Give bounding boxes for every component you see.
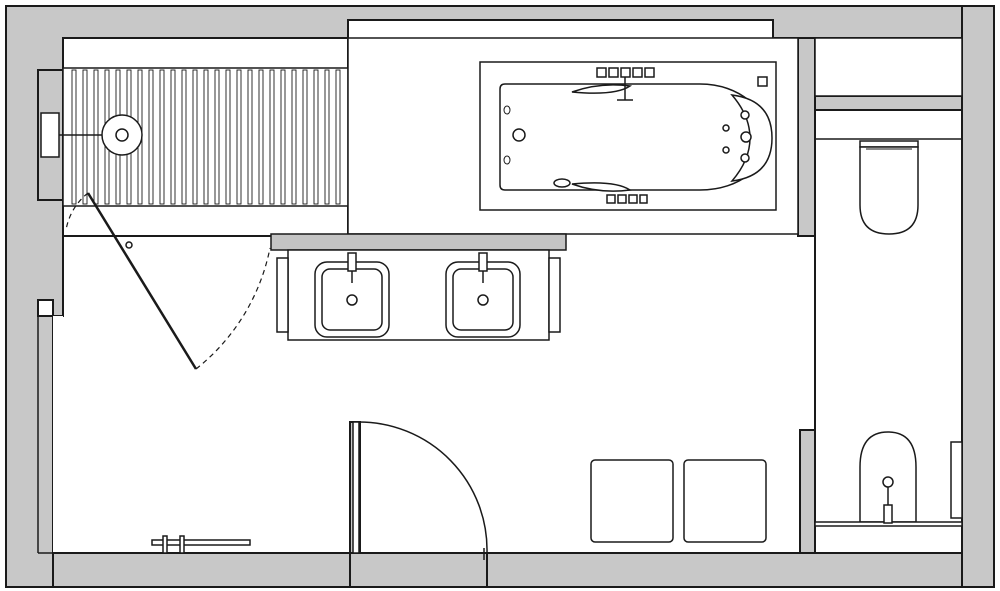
right-sink-drain bbox=[477, 294, 489, 306]
toilet-cistern-plate bbox=[859, 140, 919, 148]
shower-slat bbox=[324, 69, 330, 205]
shower-slat bbox=[291, 69, 297, 205]
tub-jet-1 bbox=[740, 110, 750, 120]
tub-jet-3 bbox=[740, 153, 750, 163]
shower-slat bbox=[225, 69, 231, 205]
wall-details bbox=[37, 5, 995, 588]
shower-slat bbox=[159, 69, 165, 205]
tub-headrest bbox=[730, 94, 773, 182]
shower-glass-door bbox=[86, 192, 198, 370]
bidet bbox=[814, 431, 963, 527]
towel-rail bbox=[151, 535, 251, 554]
bidet-drain bbox=[882, 476, 894, 488]
towel-rail-bar bbox=[151, 539, 251, 546]
shower-slat bbox=[93, 69, 99, 205]
shower-slat bbox=[148, 69, 154, 205]
shower-slat bbox=[181, 69, 187, 205]
shower-slat bbox=[269, 69, 275, 205]
shower-door-swing-arc-small bbox=[65, 192, 89, 231]
right-sink-faucet-base bbox=[478, 252, 488, 272]
left-lower-wall-returns bbox=[53, 316, 63, 553]
tub-side-jet-1 bbox=[503, 105, 511, 115]
towel-rail-bracket-1 bbox=[162, 535, 168, 554]
vanity-backsplash bbox=[270, 233, 567, 251]
shower-valve-block bbox=[40, 112, 60, 158]
storage-cabinet bbox=[814, 37, 963, 97]
ottoman-right bbox=[683, 459, 767, 543]
shower-door-handle bbox=[125, 241, 133, 249]
shower-slat bbox=[71, 69, 77, 205]
tub-overflow bbox=[553, 178, 571, 188]
left-sink-faucet-base bbox=[347, 252, 357, 272]
tub-armrest-bottom bbox=[571, 182, 633, 192]
shower-slat bbox=[214, 69, 220, 205]
wc-partition-lower bbox=[799, 429, 816, 554]
shower-slat bbox=[236, 69, 242, 205]
bidet-faucet-base bbox=[883, 504, 893, 524]
tub-jet-2 bbox=[740, 131, 752, 143]
tub-side-jet-2 bbox=[503, 155, 511, 165]
towel-rail-bracket-2 bbox=[179, 535, 185, 554]
tub-armrest-top bbox=[571, 84, 633, 94]
tub-corner-control bbox=[757, 76, 768, 87]
tub-drain bbox=[512, 128, 526, 142]
wc-niche-divider bbox=[814, 95, 963, 111]
tub-jet-4 bbox=[722, 124, 730, 132]
bathtub bbox=[347, 37, 799, 235]
entrance-door-swing-arc bbox=[358, 421, 488, 554]
ottoman-left bbox=[590, 459, 674, 543]
tub-control-panel-bottom bbox=[606, 194, 648, 204]
bottom-wall-left bbox=[52, 552, 351, 588]
toilet-bowl bbox=[859, 146, 919, 235]
tub-control-panel-top bbox=[596, 67, 655, 78]
shower-slat bbox=[192, 69, 198, 205]
bidet-wall-rail bbox=[950, 441, 963, 519]
shower bbox=[40, 67, 349, 370]
shower-slat bbox=[335, 69, 341, 205]
shower-door-swing-arc bbox=[195, 247, 271, 370]
toilet bbox=[859, 140, 919, 235]
shower-slat bbox=[247, 69, 253, 205]
entrance-door-leaf bbox=[352, 421, 360, 554]
tub-jet-5 bbox=[722, 146, 730, 154]
shower-drain-inner bbox=[115, 128, 129, 142]
vanity-side-rail-right bbox=[548, 257, 561, 333]
shower-slat bbox=[302, 69, 308, 205]
left-sink-drain bbox=[346, 294, 358, 306]
shower-slat bbox=[258, 69, 264, 205]
double-vanity bbox=[270, 233, 567, 341]
shower-slat bbox=[313, 69, 319, 205]
shower-slat bbox=[280, 69, 286, 205]
shower-slat bbox=[170, 69, 176, 205]
bottom-wall-right bbox=[486, 552, 995, 588]
vanity-side-rail-left bbox=[276, 257, 289, 333]
shower-slat bbox=[203, 69, 209, 205]
entrance-door bbox=[352, 421, 488, 560]
right-wall bbox=[961, 5, 995, 588]
shower-slat bbox=[82, 69, 88, 205]
wc-partition-upper bbox=[797, 37, 816, 237]
